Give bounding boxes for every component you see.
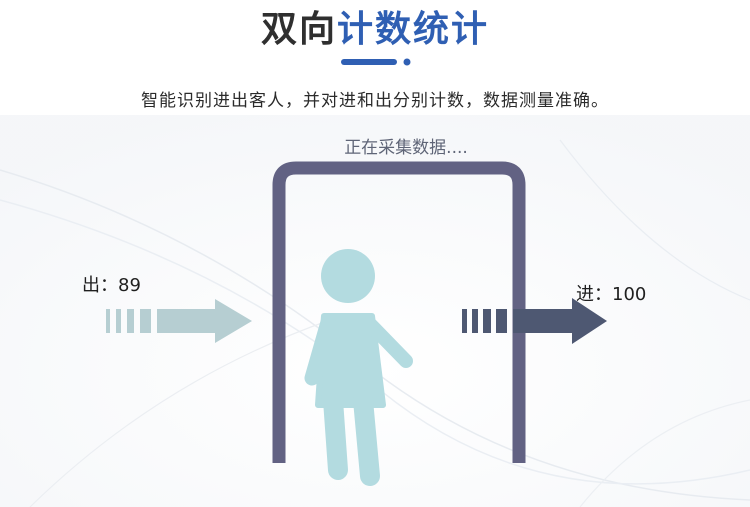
- enter-counter: 进：100: [576, 280, 646, 306]
- enter-counter-label: 进: [576, 284, 594, 305]
- right-arrow-icon: [106, 299, 252, 343]
- subtitle: 智能识别进出客人，并对进和出分别计数，数据测量准确。: [141, 91, 609, 111]
- doorway-frame: [272, 161, 526, 463]
- title-underline: [341, 58, 411, 66]
- exit-counter: 出：89: [82, 271, 141, 297]
- title-highlight: 计数统计: [337, 9, 490, 50]
- status-text: 正在采集数据....: [344, 138, 468, 158]
- walking-person-icon: [304, 249, 413, 486]
- enter-counter-value: 100: [612, 284, 647, 305]
- right-arrow-icon: [462, 298, 607, 344]
- exit-counter-label: 出: [82, 275, 100, 296]
- exit-counter-separator: ：: [100, 275, 118, 296]
- exit-counter-value: 89: [118, 275, 141, 296]
- title-prefix: 双向: [260, 9, 337, 50]
- page-title: 双向计数统计: [0, 6, 750, 54]
- enter-counter-separator: ：: [594, 284, 612, 305]
